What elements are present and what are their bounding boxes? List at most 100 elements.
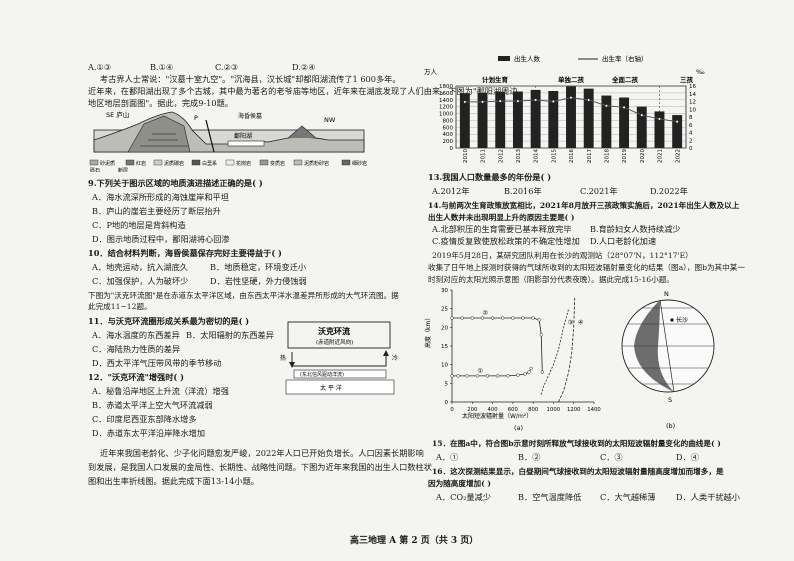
q13-option-d[interactable]: D.2022年 — [650, 186, 688, 196]
q14-option-a[interactable]: A.北部积压的生育需要已基本释放完毕 — [432, 224, 572, 234]
q11-option-c[interactable]: C．海陆热力性质的差异 — [92, 344, 181, 354]
q15-option-c[interactable]: C．③ — [600, 452, 623, 462]
point-birth-rate-2012 — [498, 99, 502, 103]
q11-option-a[interactable]: A．海水温度的东西差异 — [92, 330, 180, 340]
q12-option-b[interactable]: B．赤道太平洋上空大气环流减弱 — [92, 400, 213, 410]
q16-option-b[interactable]: B．空气温度降低 — [518, 492, 582, 502]
curve-1-point — [529, 366, 533, 371]
y-left-tick-label: 1400 — [439, 98, 453, 104]
y-tick-label: 25 — [441, 307, 448, 313]
y-right-tick-label: 16 — [689, 84, 696, 90]
y-right-tick-label: 12 — [689, 100, 696, 106]
legend-item: 砂泥质 — [100, 160, 115, 167]
q11-option-b[interactable]: B．太阳辐射的东西差异 — [186, 330, 274, 340]
q9-option-d[interactable]: D．图示地质过程中，鄱阳湖将心回渗 — [92, 234, 230, 244]
q9-option-b[interactable]: B．庐山的崖岩主要经历了断层抬升 — [92, 206, 221, 216]
q15-stem: 15．在图a中，符合图b示意时刻所释放气球接收到的太阳短波辐射量变化的曲线是( … — [432, 439, 721, 448]
legend-rate: 出生率（右轴） — [602, 54, 648, 63]
x-tick-label: 2011 — [481, 149, 487, 163]
q14-option-b[interactable]: B.育龄妇女人数持续减少 — [590, 224, 681, 234]
q8-option-c[interactable]: C.②③ — [215, 62, 239, 72]
bar-births-2020 — [636, 106, 647, 148]
policy-label-2: 单独二孩 — [558, 75, 585, 84]
y-left-tick-label: 0 — [450, 146, 454, 152]
point-birth-rate-2021 — [657, 117, 662, 121]
curve-label-2: ② — [482, 309, 488, 317]
q15-option-a[interactable]: A．① — [436, 452, 459, 462]
x-tick-label: 2010 — [463, 149, 469, 163]
q13-stem: 13.我国人口数量最多的年份是( ) — [428, 172, 552, 182]
q13-option-b[interactable]: B.2016年 — [504, 186, 542, 196]
point-birth-rate-2017 — [587, 98, 591, 102]
point-birth-rate-2022 — [675, 120, 679, 124]
q11-option-d[interactable]: D．西太平洋气压带风带的季节移动 — [92, 358, 222, 368]
q9-option-c[interactable]: C．P地的地层是背斜构造 — [92, 220, 186, 230]
q9-option-a[interactable]: A．海水流深所形成的海蚀崖岸和平坦 — [92, 192, 229, 202]
walker-hot-label: 热 — [280, 354, 286, 362]
rad-ylabel: 高度（km） — [424, 315, 432, 348]
legend-item: 红岩 — [136, 160, 146, 167]
q10-option-a[interactable]: A．地壳运动，抗入湖底久 — [92, 262, 188, 272]
bar-births-2011 — [477, 92, 488, 148]
legend-item: 泥质碳岩 — [164, 160, 184, 167]
bar-births-2012 — [495, 91, 506, 148]
q8-option-d[interactable]: D.②④ — [292, 62, 316, 72]
curve-2-point — [490, 316, 495, 320]
point-birth-rate-2013 — [516, 99, 520, 103]
q9-stem: 9.下列关于图示区域的地质演进描述正确的是( ) — [88, 178, 263, 188]
y-tick-label: 10 — [441, 363, 448, 369]
passage-9-10-line3: 地区地层剖面图"。据此，完成9-10题。 — [88, 98, 233, 108]
walker-title: 沃克环流 — [318, 326, 350, 336]
bar-births-2015 — [548, 90, 559, 148]
legend-swatch-births — [498, 56, 510, 61]
curve-1-point — [495, 374, 500, 378]
q16-option-a[interactable]: A．CO₂量减少 — [436, 492, 491, 502]
bar-births-2014 — [530, 89, 541, 148]
x-tick-label: 2014 — [534, 149, 540, 163]
q8-option-b[interactable]: B.①④ — [150, 62, 174, 72]
legend-item: 砾石 — [90, 167, 100, 172]
y-tick-label: 20 — [441, 325, 448, 331]
q10-option-d[interactable]: D．岩性坚硬，外力侵蚀弱 — [210, 276, 307, 286]
y-right-tick-label: 14 — [689, 92, 696, 98]
y-right-unit: ‰ — [696, 68, 705, 76]
passage-9-10-line1: 考古界人士常说："汉墓十室九空"。"沉海县，汉长城"却都阳湖流传了1 600多年… — [100, 74, 401, 84]
passage-13-14-line1: 近年来我国老龄化、少子化问题愈发严峻，2022年人口已开始负增长。人口因素长期影… — [100, 448, 424, 458]
y-left-tick-label: 1600 — [439, 91, 453, 97]
q16-option-c[interactable]: C．大气越稀薄 — [600, 492, 656, 502]
q15-option-d[interactable]: D．④ — [676, 452, 699, 462]
x-tick-label: 2021 — [658, 149, 664, 163]
q10-option-c[interactable]: C．加强保护，人为破坏少 — [92, 276, 189, 286]
y-right-tick-label: 10 — [689, 107, 696, 113]
bar-births-2018 — [601, 95, 612, 148]
q12-option-d[interactable]: D．赤道东太平洋沿岸降水增加 — [92, 428, 206, 438]
y-left-tick-label: 800 — [443, 118, 454, 124]
y-left-tick-label: 1000 — [439, 112, 453, 118]
q10-option-b[interactable]: B．地质稳定，环境变迁小 — [210, 262, 307, 272]
q14-option-c[interactable]: C.疫情反复致使放松政策的不确定性增加 — [432, 236, 580, 246]
bar-births-2022 — [672, 115, 683, 148]
se-label: SE 庐山 — [106, 110, 129, 119]
q13-option-a[interactable]: A.2012年 — [432, 186, 470, 196]
q8-option-a[interactable]: A.①③ — [88, 62, 112, 72]
q12-stem: 12．"沃克环流"增强时( ) — [88, 372, 185, 382]
curve-1-point — [465, 374, 469, 378]
x-tick-label: 200 — [467, 407, 478, 413]
q16-option-d[interactable]: D．人类干扰越小 — [676, 492, 740, 502]
q14-option-d[interactable]: D.人口老龄化加速 — [590, 236, 657, 246]
curve-1-point — [516, 373, 520, 377]
y-tick-label: 0 — [445, 400, 449, 406]
x-tick-label: 600 — [508, 407, 519, 413]
y-tick-label: 30 — [441, 288, 448, 294]
y-tick-label: 5 — [445, 381, 449, 387]
x-tick-label: 1200 — [567, 407, 581, 413]
q13-option-c[interactable]: C.2021年 — [580, 186, 618, 196]
q10-stem: 10．结合材料判断，海昏侯墓保存完好主要得益于( ) — [88, 248, 282, 258]
q12-option-a[interactable]: A．秘鲁沿岸地区上升流（洋流）增强 — [92, 386, 229, 396]
bar-births-2017 — [583, 88, 594, 148]
q12-option-c[interactable]: C．印度尼西亚东部降水增多 — [92, 414, 197, 424]
walker-current-label: (东北信风驱动洋流) — [300, 371, 344, 378]
q15-option-b[interactable]: B．② — [518, 452, 541, 462]
